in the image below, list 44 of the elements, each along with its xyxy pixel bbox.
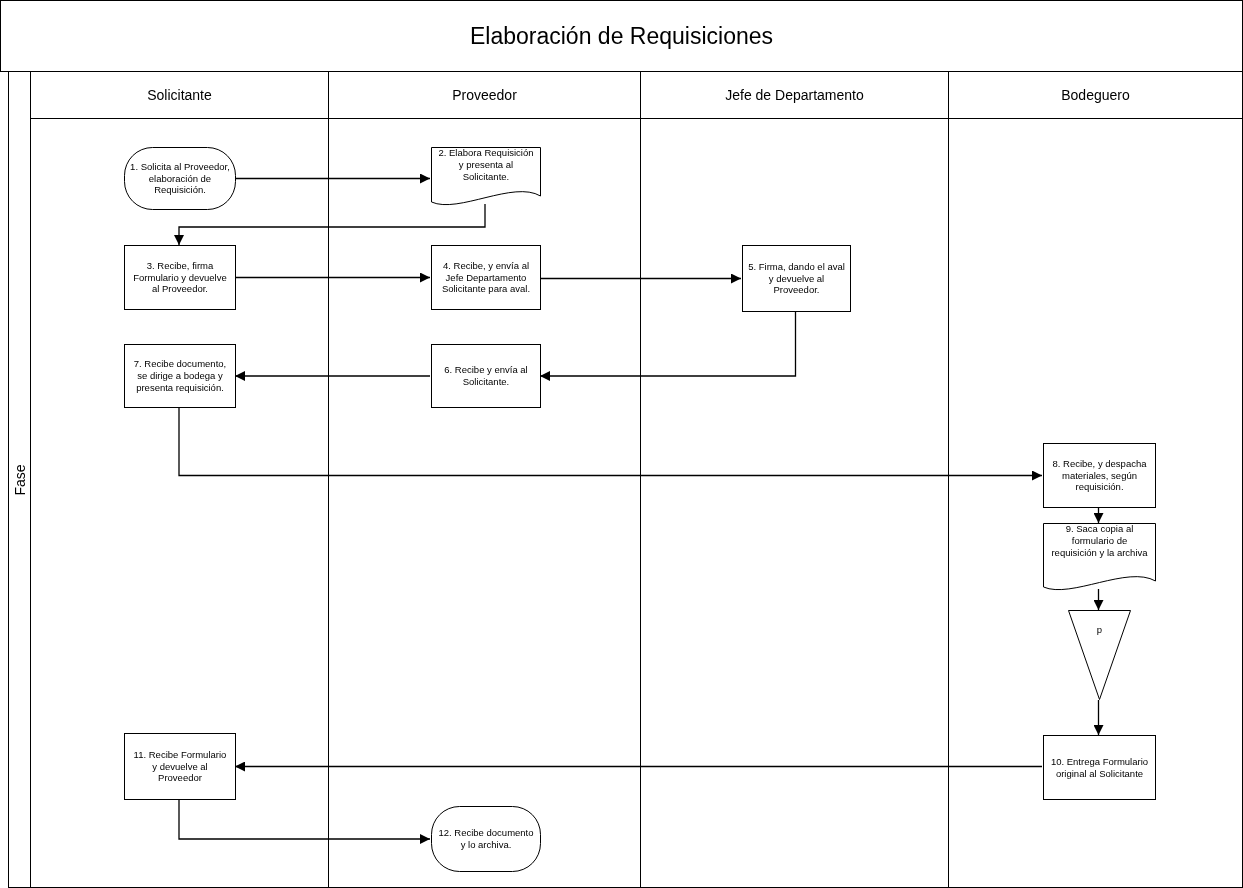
process-box xyxy=(431,344,541,408)
step-text: 10. Entrega Formulario original al Solicitante xyxy=(1049,755,1150,780)
step-text: 8. Recibe, y despacha materiales, según requisición. xyxy=(1051,457,1148,494)
phase-band xyxy=(8,72,31,888)
process-box xyxy=(124,245,236,310)
step-text: 3. Recibe, firma Formulario y devuelve al Proveedor. xyxy=(132,259,228,296)
lane-header: Bodeguero xyxy=(949,72,1242,119)
lane-header: Proveedor xyxy=(329,72,640,119)
process-box xyxy=(1043,735,1156,800)
process-box xyxy=(1043,443,1156,508)
connector-arrow xyxy=(234,173,431,184)
connector-arrow xyxy=(174,203,486,246)
step-text: 7. Recibe documento, se dirige a bodega y presenta requisición. xyxy=(132,358,228,394)
connector-arrow xyxy=(1093,507,1104,524)
step-text: p xyxy=(1096,624,1103,636)
connector-arrow xyxy=(178,407,1043,481)
step-text: 12. Recibe documento y lo archiva. xyxy=(437,827,535,851)
connector-arrow xyxy=(1093,699,1104,736)
step-text: 6. Recibe y envía al Solicitante. xyxy=(443,364,529,388)
swimlane xyxy=(948,72,1243,888)
connector-arrow xyxy=(539,311,797,381)
process-box xyxy=(742,245,851,312)
diagram-title: Elaboración de Requisiciones xyxy=(0,0,1243,72)
step-text: 9. Saca copia al formulario de requisición y la archiva xyxy=(1050,523,1149,559)
lane-header: Solicitante xyxy=(31,72,328,119)
terminator-shape xyxy=(124,147,236,210)
process-box xyxy=(124,344,236,408)
connector-arrow xyxy=(234,272,431,283)
connector-arrow xyxy=(234,371,431,381)
process-box xyxy=(431,245,541,310)
process-box xyxy=(124,733,236,800)
step-text: 5. Firma, dando el aval y devuelve al Proveedor. xyxy=(748,260,845,297)
connector-arrow xyxy=(539,273,742,284)
storage-triangle xyxy=(1068,610,1131,700)
connector-arrow xyxy=(1093,588,1104,611)
connector-arrow xyxy=(178,799,431,844)
phase-label: Fase xyxy=(11,463,28,496)
connector-arrow xyxy=(234,761,1043,772)
step-text: 1. Solicita al Proveedor, elaboración de Requisición. xyxy=(129,160,231,197)
step-text: 4. Recibe, y envía al Jefe Departamento Solicitante para aval. xyxy=(440,259,532,296)
step-text: 2. Elabora Requisición y presenta al Solicitante. xyxy=(437,147,535,183)
terminator-shape xyxy=(431,806,541,872)
lane-header: Jefe de Departamento xyxy=(641,72,948,119)
step-text: 11. Recibe Formulario y devuelve al Proveedor xyxy=(132,748,228,785)
